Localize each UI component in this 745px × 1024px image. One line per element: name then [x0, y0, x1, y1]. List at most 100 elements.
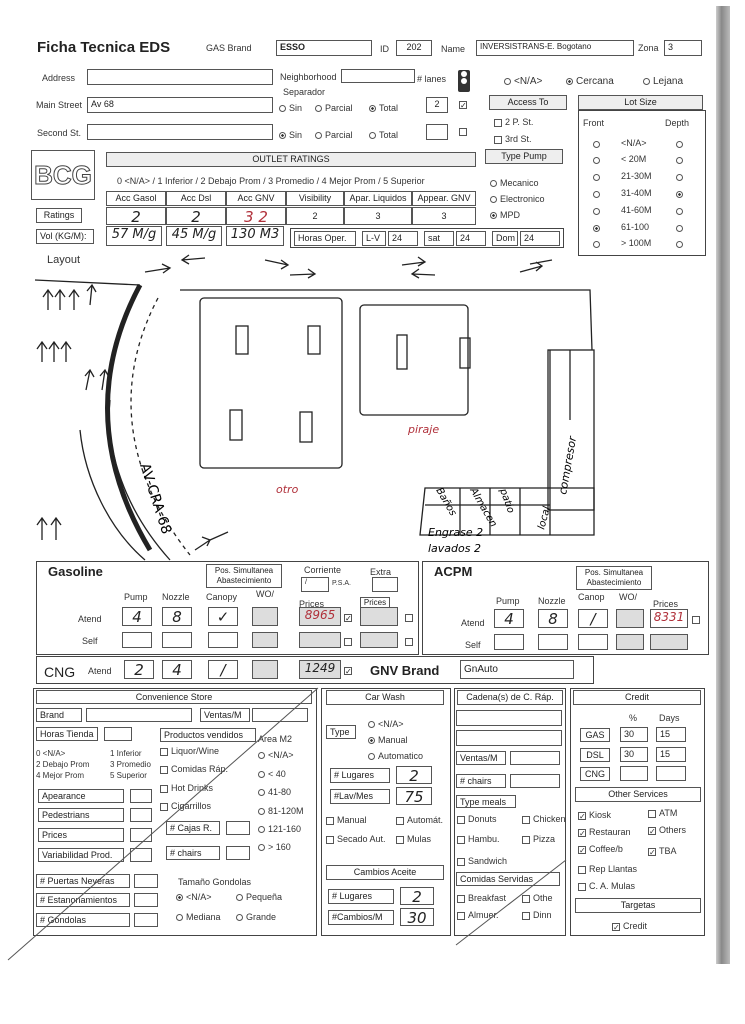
depth-radio-3[interactable] — [676, 189, 686, 199]
service-kiosk[interactable]: ✓Kiosk — [578, 810, 612, 821]
rating-apar-liquidos[interactable]: 3 — [344, 207, 412, 225]
targeta-credit[interactable]: ✓Credit — [612, 921, 648, 932]
neighborhood-field[interactable] — [341, 69, 415, 83]
acpm-atend-pump[interactable]: 4 — [494, 609, 524, 628]
location-lejana[interactable]: Lejana — [643, 76, 683, 87]
attr-apearance-field[interactable] — [130, 789, 152, 803]
access-2p[interactable]: 2 P. St. — [494, 117, 533, 127]
meal-pizza[interactable]: Pizza — [522, 834, 555, 844]
service-ca-mulas[interactable]: C. A. Mulas — [578, 881, 635, 891]
main-lanes-field[interactable]: 2 — [426, 97, 448, 113]
carwash-type-na[interactable]: <N/A> — [368, 719, 404, 729]
tamano-grande[interactable]: Grande — [236, 912, 276, 922]
second-lanes-check[interactable] — [459, 126, 470, 136]
location-cercana[interactable]: Cercana — [566, 76, 614, 87]
count-estanonamientos-field[interactable] — [134, 893, 158, 907]
count-gondolas-field[interactable] — [134, 913, 158, 927]
prod-hot-drinks[interactable]: Hot Drinks — [160, 783, 213, 793]
rating-acc-dsl[interactable]: 2 — [166, 207, 226, 225]
main-street-field[interactable]: Av 68 — [87, 97, 273, 113]
cajas-field[interactable] — [226, 821, 250, 835]
pump-electronico[interactable]: Electronico — [490, 194, 545, 204]
credit-cng-days[interactable] — [656, 766, 686, 781]
main-sep-parcial[interactable]: Parcial — [315, 103, 353, 113]
cadena-field-2[interactable] — [456, 730, 562, 746]
tamano-mediana[interactable]: Mediana — [176, 912, 221, 922]
service-rep-llantas[interactable]: Rep Llantas — [578, 864, 637, 874]
area-121-160[interactable]: 121-160 — [258, 824, 301, 834]
gas-self-check[interactable] — [344, 636, 355, 646]
depth-radio-1[interactable] — [676, 155, 686, 165]
cadena-ventas-field[interactable] — [510, 751, 560, 765]
meal-sandwich[interactable]: Sandwich — [457, 856, 507, 866]
carwash-lav-field[interactable]: 75 — [396, 787, 432, 805]
credit-dsl-pct[interactable]: 30 — [620, 747, 648, 762]
comida-breakfast[interactable]: Breakfast — [457, 893, 506, 903]
gas-self-price[interactable] — [299, 632, 341, 648]
location-na[interactable]: <N/A> — [504, 76, 542, 87]
acpm-self-wo[interactable] — [616, 634, 644, 650]
depth-radio-0[interactable] — [676, 139, 686, 149]
gas-atend-price2[interactable] — [360, 607, 398, 626]
front-radio-5[interactable] — [593, 223, 603, 233]
service-coffee[interactable]: ✓Coffee/b — [578, 844, 623, 855]
address-field[interactable] — [87, 69, 273, 85]
cng-pump[interactable]: 2 — [124, 660, 154, 679]
front-radio-2[interactable] — [593, 172, 603, 182]
main-sep-total[interactable]: Total — [369, 103, 398, 113]
meal-donuts[interactable]: Donuts — [457, 814, 497, 824]
aceite-cambios-field[interactable]: 30 — [400, 908, 434, 926]
rating-visibility[interactable]: 2 — [286, 207, 344, 225]
carwash-lugares-field[interactable]: 2 — [396, 766, 432, 784]
area-na[interactable]: <N/A> — [258, 750, 294, 760]
gas-atend-pump[interactable]: 4 — [122, 607, 152, 626]
acpm-self-price[interactable] — [650, 634, 688, 650]
credit-gas-days[interactable]: 15 — [656, 727, 686, 742]
carwash-extra-mulas[interactable]: Mulas — [396, 834, 431, 844]
credit-gas-pct[interactable]: 30 — [620, 727, 648, 742]
main-lanes-check[interactable]: ✓ — [459, 100, 467, 110]
carwash-type-manual[interactable]: Manual — [368, 735, 408, 745]
front-radio-4[interactable] — [593, 206, 603, 216]
cng-nozzle[interactable]: 4 — [162, 660, 192, 679]
gas-self-wo[interactable] — [252, 632, 278, 648]
second-lanes-field[interactable] — [426, 124, 448, 140]
attr-pedestrians-field[interactable] — [130, 808, 152, 822]
credit-cng-pct[interactable] — [620, 766, 648, 781]
count-neveras-field[interactable] — [134, 874, 158, 888]
rating-acc-gnv[interactable]: 3 2 — [226, 207, 286, 225]
acpm-self-nozzle[interactable] — [538, 634, 568, 650]
name-field[interactable]: INVERSISTRANS-E. Bogotano — [476, 40, 634, 56]
comida-almuer[interactable]: Almuer. — [457, 910, 499, 920]
depth-radio-5[interactable] — [676, 223, 686, 233]
area-gt160[interactable]: > 160 — [258, 842, 291, 852]
lv-field[interactable]: 24 — [388, 231, 418, 246]
carwash-type-auto[interactable]: Automatico — [368, 751, 423, 761]
comida-dinn[interactable]: Dinn — [522, 910, 552, 920]
dom-field[interactable]: 24 — [520, 231, 560, 246]
carwash-extra-automat[interactable]: Automát. — [396, 815, 443, 825]
service-restauran[interactable]: ✓Restauran — [578, 827, 631, 838]
carwash-extra-manual[interactable]: Manual — [326, 815, 367, 825]
gas-atend-canopy[interactable]: ✓ — [208, 607, 238, 626]
front-radio-6[interactable] — [593, 239, 603, 249]
front-radio-0[interactable] — [593, 139, 603, 149]
vol-gnv[interactable]: 130 M3 — [226, 226, 284, 246]
gas-atend-nozzle[interactable]: 8 — [162, 607, 192, 626]
gas-self-nozzle[interactable] — [162, 632, 192, 648]
cng-wo[interactable] — [252, 660, 278, 679]
pump-mpd[interactable]: MPD — [490, 210, 520, 220]
gnv-brand-field[interactable]: GnAuto — [460, 660, 574, 679]
service-atm[interactable]: ATM — [648, 808, 677, 818]
front-radio-1[interactable] — [593, 155, 603, 165]
meal-chicken[interactable]: Chicken — [522, 814, 566, 824]
cng-price-check[interactable]: ✓ — [344, 666, 352, 676]
gas-self-canopy[interactable] — [208, 632, 238, 648]
carwash-extra-secado[interactable]: Secado Aut. — [326, 834, 386, 844]
gas-self-price2[interactable] — [360, 632, 398, 648]
tamano-pequena[interactable]: Pequeña — [236, 892, 282, 902]
service-others[interactable]: ✓Others — [648, 825, 687, 836]
second-sep-sin[interactable]: Sin — [279, 130, 302, 140]
zona-field[interactable]: 3 — [664, 40, 702, 56]
gas-price2-check[interactable] — [405, 612, 416, 622]
